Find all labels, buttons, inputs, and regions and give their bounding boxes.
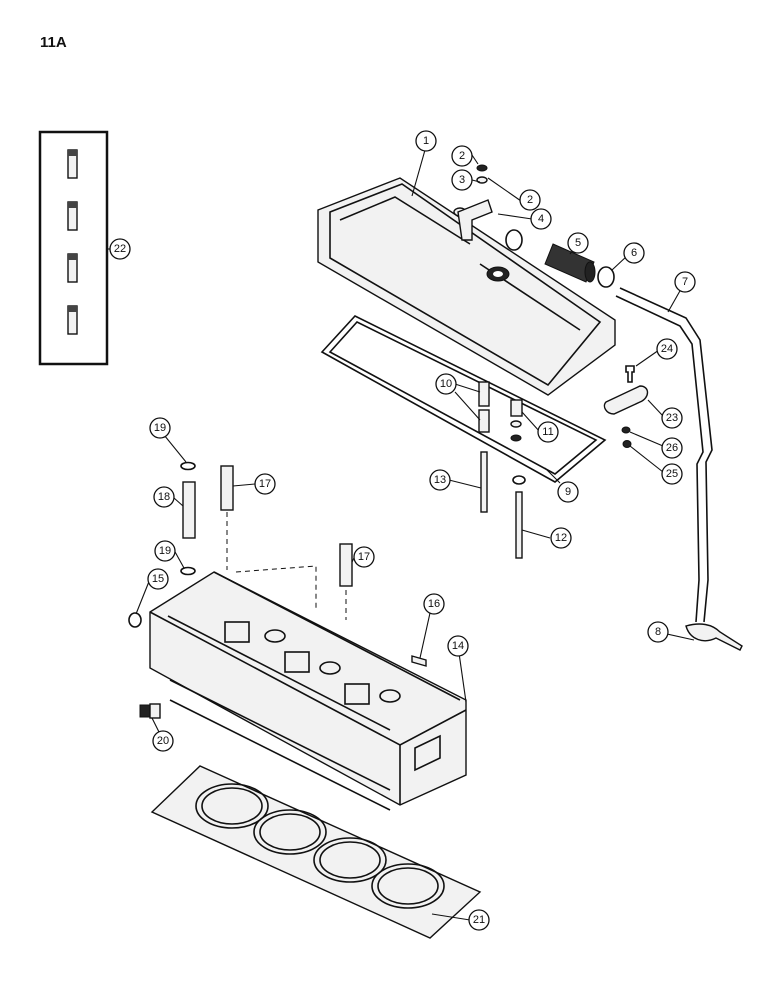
svg-text:11: 11: [542, 426, 553, 438]
callout-24: 24: [656, 338, 678, 360]
svg-text:13: 13: [434, 474, 446, 486]
tube-clip: [685, 623, 743, 651]
callout-18: 18: [153, 486, 175, 508]
svg-text:15: 15: [152, 573, 164, 585]
svg-text:10: 10: [440, 378, 452, 390]
svg-text:9: 9: [565, 486, 571, 498]
callout-19: 19: [154, 540, 176, 562]
svg-text:6: 6: [631, 247, 637, 259]
svg-text:3: 3: [459, 174, 465, 186]
nut: [622, 440, 632, 448]
page-label: 11A: [40, 34, 67, 51]
cylinder-head: [149, 571, 467, 811]
tube: [182, 481, 196, 539]
tube-bracket: [603, 385, 649, 415]
svg-text:12: 12: [555, 532, 567, 544]
cover-spacers: [478, 381, 523, 442]
callout-16: 16: [423, 593, 445, 615]
sleeve: [339, 543, 353, 587]
svg-text:17: 17: [259, 478, 271, 490]
cover-gasket: [320, 315, 607, 483]
breather-hose: [544, 243, 596, 283]
stud: [515, 491, 523, 559]
svg-text:19: 19: [154, 422, 166, 434]
svg-text:25: 25: [666, 468, 678, 480]
svg-text:18: 18: [158, 491, 170, 503]
kit-pin: [67, 253, 78, 283]
kit-pin: [67, 201, 78, 231]
callout-21: 21: [468, 909, 490, 931]
svg-text:8: 8: [655, 626, 661, 638]
callout-2: 2: [519, 189, 541, 211]
svg-text:20: 20: [157, 735, 169, 747]
washer: [512, 475, 526, 485]
svg-text:19: 19: [159, 545, 171, 557]
callout-10: 10: [435, 373, 457, 395]
head-gasket: [150, 765, 482, 939]
sleeve: [220, 465, 234, 511]
svg-text:2: 2: [527, 194, 533, 206]
callout-4: 4: [530, 208, 552, 230]
o-ring: [128, 612, 142, 628]
svg-text:24: 24: [661, 343, 673, 355]
o-ring: [180, 566, 196, 576]
svg-text:21: 21: [473, 914, 485, 926]
svg-text:26: 26: [666, 442, 678, 454]
hose-clamp: [597, 266, 615, 288]
callout-2: 2: [451, 145, 473, 167]
temp-sender: [139, 703, 161, 719]
callout-3: 3: [451, 169, 473, 191]
callout-11: 11: [537, 421, 559, 443]
bracket-bolt: [625, 365, 635, 383]
svg-text:4: 4: [538, 213, 544, 225]
callout-13: 13: [429, 469, 451, 491]
svg-text:7: 7: [682, 276, 688, 288]
callout-23: 23: [661, 407, 683, 429]
callout-1: 1: [415, 130, 437, 152]
kit-pin: [67, 305, 78, 335]
svg-text:1: 1: [423, 135, 429, 147]
callout-19: 19: [149, 417, 171, 439]
svg-text:17: 17: [358, 551, 370, 563]
callout-14: 14: [447, 635, 469, 657]
breather-elbow: [453, 164, 493, 241]
callout-22: 22: [109, 238, 131, 260]
callout-6: 6: [623, 242, 645, 264]
svg-text:16: 16: [428, 598, 440, 610]
svg-text:23: 23: [666, 412, 678, 424]
callout-25: 25: [661, 463, 683, 485]
svg-text:22: 22: [114, 243, 126, 255]
valve-cover: [317, 177, 616, 396]
callout-5: 5: [567, 232, 589, 254]
kit-pin: [67, 149, 78, 179]
callout-8: 8: [647, 621, 669, 643]
callout-26: 26: [661, 437, 683, 459]
dowel: [411, 655, 427, 667]
o-ring: [180, 461, 196, 471]
breather-tube: [619, 287, 713, 623]
callout-17: 17: [353, 546, 375, 568]
stud: [480, 451, 488, 513]
callout-12: 12: [550, 527, 572, 549]
svg-text:14: 14: [452, 640, 464, 652]
callout-17: 17: [254, 473, 276, 495]
leader-lines: [107, 149, 695, 921]
callout-9: 9: [557, 481, 579, 503]
svg-text:2: 2: [459, 150, 465, 162]
callout-15: 15: [147, 568, 169, 590]
kit-box: [38, 130, 109, 366]
washer: [621, 426, 631, 434]
hose-clamp: [505, 229, 523, 251]
callout-7: 7: [674, 271, 696, 293]
callout-20: 20: [152, 730, 174, 752]
svg-text:5: 5: [575, 237, 581, 249]
